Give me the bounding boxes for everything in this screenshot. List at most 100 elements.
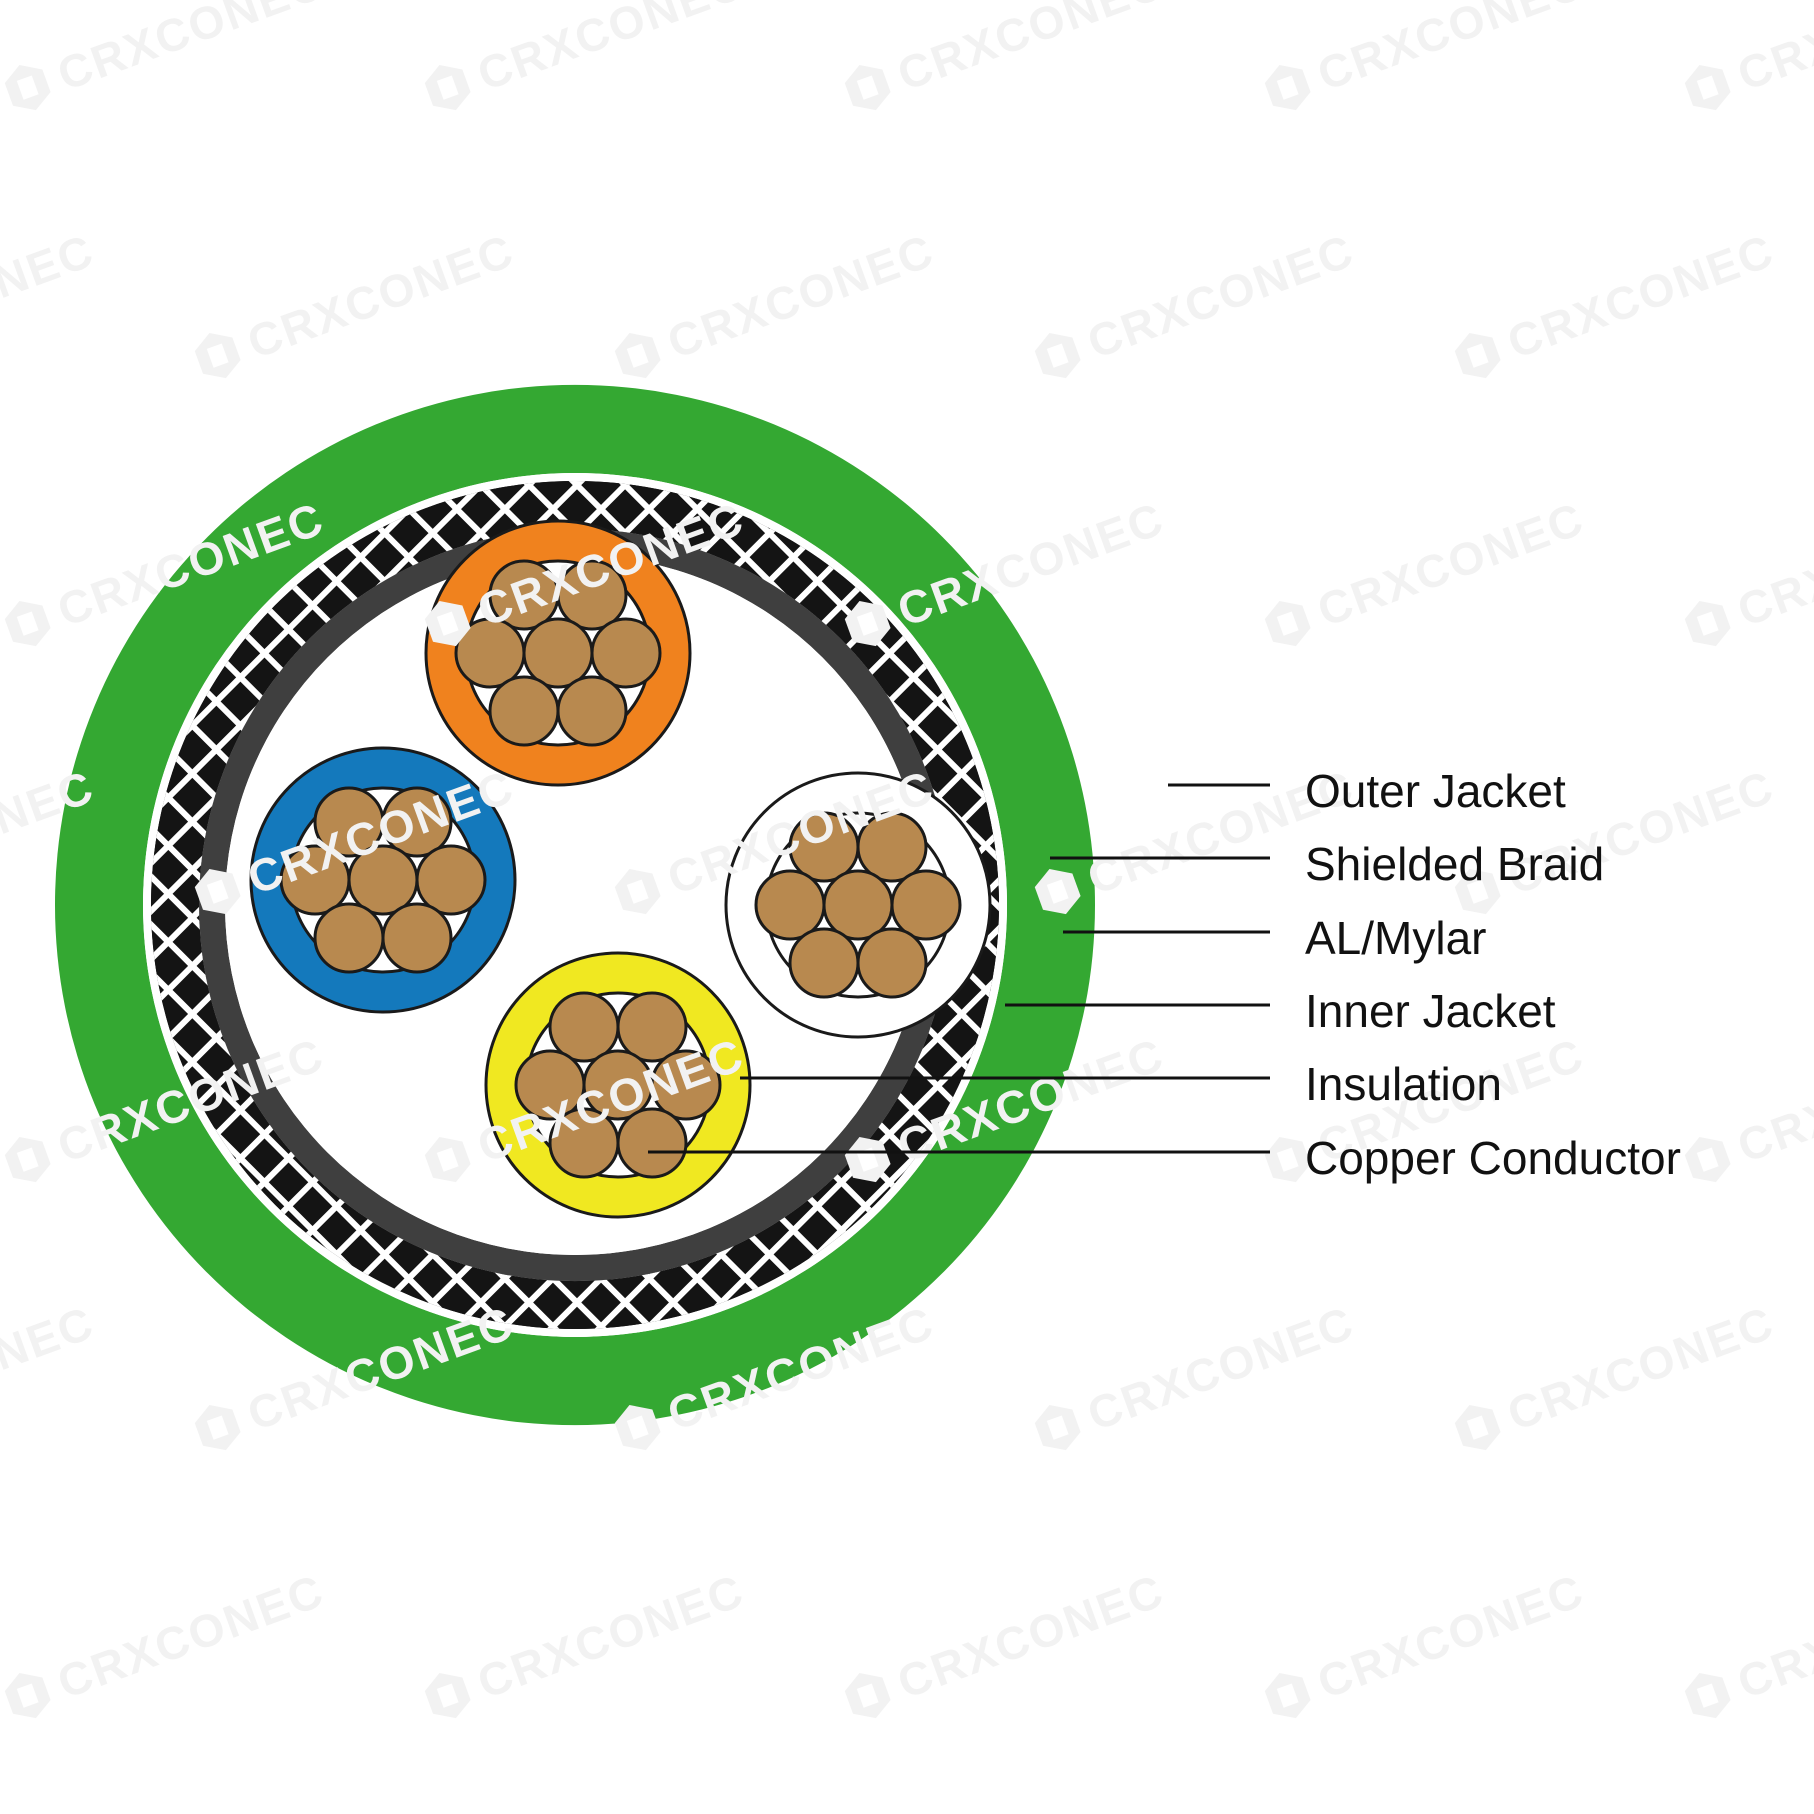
callout-copper-conductor-label: Copper Conductor [1305, 1132, 1681, 1184]
watermark-instance: CRXCONEC [1454, 224, 1781, 379]
core-blue-strand-2 [381, 786, 453, 858]
watermark-logo-cut [1046, 879, 1069, 904]
crxconec-logo-icon [1454, 869, 1501, 915]
crxconec-logo-icon [844, 1137, 891, 1183]
callout-copper-conductor: Copper Conductor [648, 1132, 1681, 1184]
callout-inner-jacket: Inner Jacket [1005, 985, 1556, 1037]
watermark-instance: CRXCONEC [1684, 1564, 1814, 1719]
core-orange-strand-6 [488, 675, 560, 747]
watermark-instance: CRXCONEC [1264, 0, 1591, 111]
core-blue-strand-5 [415, 844, 487, 916]
watermark-logo-cut [16, 1683, 39, 1708]
watermark-logo-cut [856, 75, 879, 100]
callout-al-mylar-label: AL/Mylar [1305, 912, 1486, 964]
watermark-logo-cut [856, 1683, 879, 1708]
callout-outer-jacket: Outer Jacket [1168, 765, 1566, 817]
watermark-logo-cut [1466, 343, 1489, 368]
crxconec-logo-icon [4, 65, 51, 111]
watermark-logo-cut [16, 75, 39, 100]
watermark-instance: CRXCONEC [0, 1296, 101, 1440]
watermark-text: CRXCONEC [51, 0, 331, 100]
orange-core [424, 519, 692, 787]
watermark-instance: CRXCONEC [614, 224, 941, 379]
callout-inner-jacket-label: Inner Jacket [1305, 985, 1556, 1037]
crxconec-logo-icon [194, 1405, 241, 1451]
crxconec-logo-icon [1264, 1673, 1311, 1719]
watermark-text: CRXCONEC [1311, 0, 1591, 100]
watermark-instance: CRXCONEC [0, 224, 101, 368]
watermark-text: CRXCONEC [661, 224, 941, 368]
callout-insulation: Insulation [740, 1058, 1502, 1110]
crxconec-logo-icon [4, 1673, 51, 1719]
core-white-strand-4 [822, 869, 894, 941]
watermark-logo-cut [436, 75, 459, 100]
watermark-text: CRXCONEC [1731, 0, 1814, 100]
watermark-text: CRXCONEC [0, 224, 101, 368]
watermark-logo-cut [206, 343, 229, 368]
core-orange-strand-5 [590, 617, 662, 689]
watermark-text: CRXCONEC [1731, 1028, 1814, 1172]
callout-outer-jacket-label: Outer Jacket [1305, 765, 1566, 817]
core-white-strand-2 [856, 811, 928, 883]
watermark-logo-cut [1696, 1147, 1719, 1172]
watermark-logo-cut [436, 1147, 459, 1172]
watermark-logo-cut [16, 611, 39, 636]
watermark-logo-cut [626, 343, 649, 368]
watermark-text: CRXCONEC [0, 1296, 101, 1440]
watermark-logo-cut [1276, 75, 1299, 100]
crxconec-logo-icon [1684, 601, 1731, 647]
crxconec-logo-icon [1684, 1673, 1731, 1719]
core-yellow-strand-7 [616, 1107, 688, 1179]
watermark-instance: CRXCONEC [424, 1564, 751, 1719]
core-yellow-strand-5 [650, 1049, 722, 1121]
core-yellow-strand-1 [548, 991, 620, 1063]
watermark-logo-cut [1696, 611, 1719, 636]
core-white-strand-7 [856, 927, 928, 999]
watermark-logo-cut [206, 1415, 229, 1440]
crxconec-logo-icon [1264, 601, 1311, 647]
watermark-instance: CRXCONEC [4, 0, 331, 111]
watermark-logo-cut [206, 879, 229, 904]
crxconec-logo-icon [1684, 65, 1731, 111]
watermark-text: CRXCONEC [1311, 492, 1591, 636]
conductor-cores-group [249, 519, 992, 1219]
watermark-logo-cut [1276, 1683, 1299, 1708]
watermark-logo-cut [436, 1683, 459, 1708]
callout-al-mylar: AL/Mylar [1063, 912, 1486, 964]
crxconec-logo-icon [194, 869, 241, 915]
watermark-instance: CRXCONEC [194, 224, 521, 379]
crxconec-logo-icon [4, 1137, 51, 1183]
core-white-strand-5 [890, 869, 962, 941]
crxconec-logo-icon [614, 1405, 661, 1451]
crxconec-logo-icon [1454, 333, 1501, 379]
watermark-text: CRXCONEC [1311, 1564, 1591, 1708]
crxconec-logo-icon [424, 601, 471, 647]
watermark-logo-cut [856, 611, 879, 636]
crxconec-logo-icon [1034, 869, 1081, 915]
watermark-text: CRXCONEC [1501, 1296, 1781, 1440]
callout-shielded-braid-label: Shielded Braid [1305, 838, 1604, 890]
watermark-instance: CRXCONEC [424, 0, 751, 111]
crxconec-logo-icon [844, 1673, 891, 1719]
watermark-logo-cut [1696, 75, 1719, 100]
core-white-strand-6 [788, 927, 860, 999]
watermark-text: CRXCONEC [1731, 1564, 1814, 1708]
core-white-strand-3 [754, 869, 826, 941]
watermark-instance: CRXCONEC [1034, 1296, 1361, 1451]
white-core [724, 771, 992, 1039]
crxconec-logo-icon [844, 65, 891, 111]
crxconec-logo-icon [614, 333, 661, 379]
watermark-text: CRXCONEC [471, 1564, 751, 1708]
watermark-instance: CRXCONEC [1454, 1296, 1781, 1451]
watermark-logo-cut [1466, 879, 1489, 904]
watermark-logo-cut [626, 879, 649, 904]
watermark-text: CRXCONEC [1731, 492, 1814, 636]
crxconec-logo-icon [424, 1137, 471, 1183]
core-orange-strand-2 [556, 559, 628, 631]
watermark-text: CRXCONEC [891, 0, 1171, 100]
watermark-text: CRXCONEC [1501, 224, 1781, 368]
watermark-logo-cut [856, 1147, 879, 1172]
